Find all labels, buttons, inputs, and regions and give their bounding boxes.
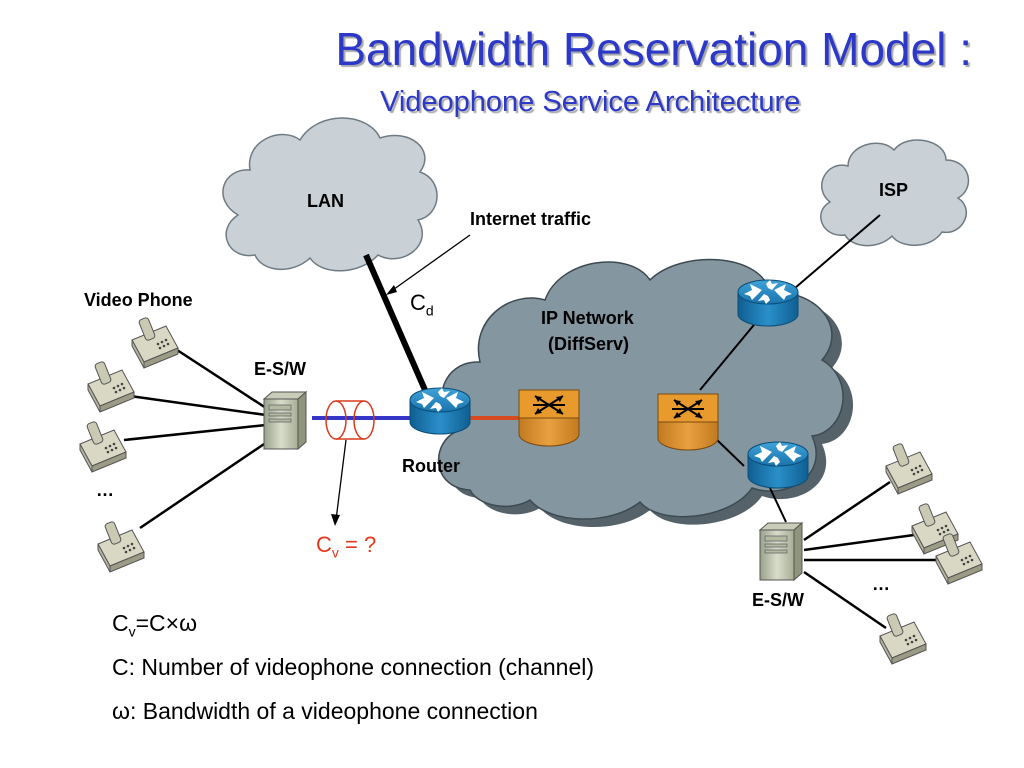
phone-icon — [885, 442, 933, 495]
slide-subtitle: Videophone Service Architecture — [380, 86, 801, 118]
esw-left-label: E-S/W — [254, 359, 306, 379]
ellipsis-right-label: … — [872, 574, 890, 594]
formula-c-definition: C: Number of videophone connection (chan… — [112, 654, 595, 680]
formula-omega-definition: ω: Bandwidth of a videophone connection — [112, 698, 538, 724]
phone-icon — [87, 360, 135, 413]
right-switch-server-icon — [759, 522, 803, 581]
video-phone-label: Video Phone — [84, 290, 193, 310]
lan-label: LAN — [307, 191, 344, 211]
right-router-icon — [747, 441, 809, 489]
diffserv-router-icon — [518, 389, 580, 447]
edge-router-icon — [409, 387, 471, 435]
phone-icon — [131, 316, 179, 369]
esw-right-label: E-S/W — [752, 590, 804, 610]
phone-icon — [79, 420, 127, 473]
isp-cloud-icon — [820, 139, 970, 247]
isp-router-icon — [737, 279, 799, 327]
phone-icon — [879, 612, 927, 665]
ellipsis-left-label: … — [96, 480, 114, 500]
formula-cv: Cv=C×ω — [112, 610, 198, 640]
ip-network-label-line2: (DiffServ) — [548, 334, 630, 354]
cv-question-label: Cv = ? — [316, 532, 377, 561]
arrows — [331, 234, 471, 526]
slide-title: Bandwidth Reservation Model : — [335, 23, 972, 75]
ip-network-label-line1: IP Network — [541, 308, 634, 328]
lan-cloud-icon — [222, 117, 438, 272]
isp-label: ISP — [879, 180, 909, 200]
left-switch-server-icon — [263, 391, 307, 450]
phone-icon — [97, 520, 145, 573]
cd-label: Cd — [410, 290, 434, 319]
internet-traffic-label: Internet traffic — [470, 209, 592, 229]
reserved-bandwidth-pipe — [325, 400, 375, 440]
diffserv-router-icon — [657, 393, 719, 451]
router-label: Router — [402, 456, 460, 476]
